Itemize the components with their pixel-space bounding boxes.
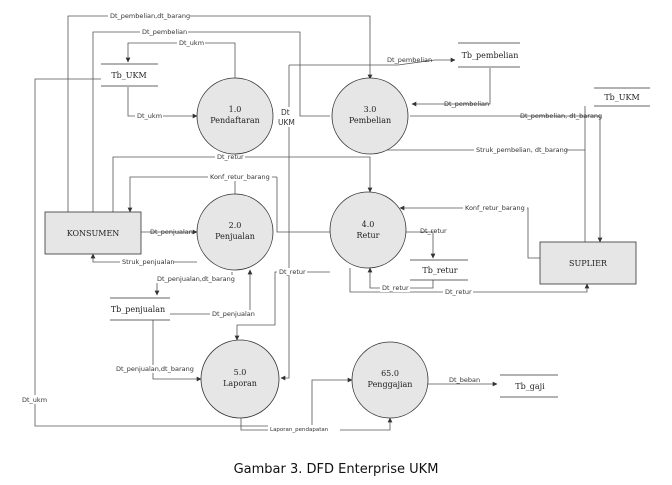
flow-label-dt-retur-mid: Dt_retur — [279, 268, 306, 276]
flow-label-dt-pemb-suplier: Dt_pembelian, dt_barang — [520, 112, 602, 120]
process-name: Retur — [357, 231, 380, 240]
process-number: 2.0 — [229, 221, 242, 230]
flow-label-dt-penj-barang2: Dt_penjualan,dt_barang — [116, 365, 194, 373]
edge-dt-pemb-suplier — [410, 115, 603, 243]
store-tb-penjualan: Tb_penjualan — [110, 297, 170, 321]
flow-label-struk-pembelian: Struk_pembelian, dt_barang — [476, 146, 568, 154]
store-tb-gaji: Tb_gaji — [500, 374, 558, 398]
process-name: Penggajian — [368, 380, 413, 389]
flow-label-top1: Dt_pembelian,dt_barang — [110, 12, 190, 20]
entity-konsumen: KONSUMEN — [44, 211, 142, 255]
store-tb-pembelian: Tb_pembelian — [458, 42, 520, 68]
process-name: Pembelian — [349, 116, 391, 125]
store-tb-retur: Tb_retur — [410, 259, 468, 281]
edge-top2 — [92, 31, 330, 212]
flow-label-dt-ukm-mid-1: Dt — [281, 108, 290, 117]
edge-dt-retur-mid — [234, 271, 330, 341]
process-laporan: 5.0 Laporan — [200, 339, 280, 419]
store-tb-ukm-left: Tb_UKM — [101, 63, 158, 87]
process-number: 3.0 — [364, 105, 377, 114]
figure-caption: Gambar 3. DFD Enterprise UKM — [234, 462, 439, 477]
process-penjualan: 2.0 Penjualan — [196, 193, 274, 271]
process-number: 65.0 — [381, 369, 399, 378]
flow-label-top2: Dt_pembelian — [142, 28, 187, 36]
store-label: Tb_gaji — [515, 382, 545, 391]
edge-top1 — [67, 15, 373, 212]
store-label: Tb_UKM — [604, 93, 639, 102]
edge-dt-ukm-left — [34, 78, 353, 427]
process-number: 1.0 — [229, 105, 242, 114]
edge-dt-pembelian-back — [411, 68, 491, 107]
flow-label-dt-ukm-top: Dt_ukm — [179, 39, 204, 47]
process-pendaftaran: 1.0 Pendaftaran — [196, 77, 274, 155]
flow-label-dt-ukm-p1: Dt_ukm — [137, 112, 162, 120]
process-name: Pendaftaran — [210, 116, 260, 125]
flow-label-dt-ukm-mid-2: UKM — [278, 118, 295, 127]
flow-label-dt-penjualan-p2: Dt_penjualan — [212, 310, 255, 318]
edge-dt-pembelian-store — [397, 57, 456, 66]
edge-dt-ukm-vertical — [280, 65, 290, 381]
edge-dt-retur-p4 — [406, 231, 436, 259]
entity-suplier: SUPLIER — [539, 241, 637, 285]
entity-label: KONSUMEN — [67, 229, 120, 238]
flow-label-konf-retur-left: Konf_retur_barang — [210, 173, 270, 181]
process-penggajian: 65.0 Penggajian — [351, 341, 429, 419]
entity-label: SUPLIER — [569, 259, 608, 268]
store-label: Tb_penjualan — [111, 305, 165, 314]
flow-label-dt-penj-barang1: Dt_penjualan,dt_barang — [157, 275, 235, 283]
flow-label-konf-retur-right: Konf_retur_barang — [465, 204, 525, 212]
store-tb-ukm-right: Tb_UKM — [594, 87, 650, 107]
flow-label-dt-pembelian-store: Dt_pembelian — [387, 56, 432, 64]
edge-konf-retur-mid — [276, 177, 330, 233]
flow-label-dt-beban: Dt_beban — [449, 376, 480, 384]
flow-label-dt-retur-p4: Dt_retur — [420, 227, 447, 235]
flow-label-dt-retur-bottom2: Dt_retur — [445, 288, 472, 296]
process-number: 4.0 — [362, 220, 375, 229]
process-number: 5.0 — [234, 368, 247, 377]
flow-label-laporan-pendapatan: Laporan_pendapatan — [270, 427, 329, 433]
process-name: Penjualan — [215, 232, 255, 241]
edge-dt-ukm-p1 — [127, 87, 198, 119]
flow-label-dt-pembelian-back: Dt_pembelian — [444, 100, 489, 108]
flow-label-dt-retur-top: Dt_retur — [217, 153, 244, 161]
store-label: Tb_pembelian — [462, 51, 519, 60]
flow-label-dt-retur-bottom1: Dt_retur — [382, 284, 409, 292]
store-label: Tb_UKM — [111, 71, 146, 80]
flow-label-dt-penjualan: Dt_penjualan — [150, 228, 193, 236]
process-pembelian: 3.0 Pembelian — [331, 77, 409, 155]
process-name: Laporan — [223, 379, 257, 388]
process-retur: 4.0 Retur — [329, 191, 407, 269]
store-label: Tb_retur — [422, 266, 457, 275]
flow-label-dt-ukm-left: Dt_ukm — [22, 396, 47, 404]
flow-labels: Dt_pembelian,dt_barang Dt_pembelian Dt_u… — [20, 12, 602, 433]
edge-dt-penj-barang2 — [152, 320, 202, 382]
flow-label-struk-penjualan: Struk_penjualan — [122, 258, 175, 266]
